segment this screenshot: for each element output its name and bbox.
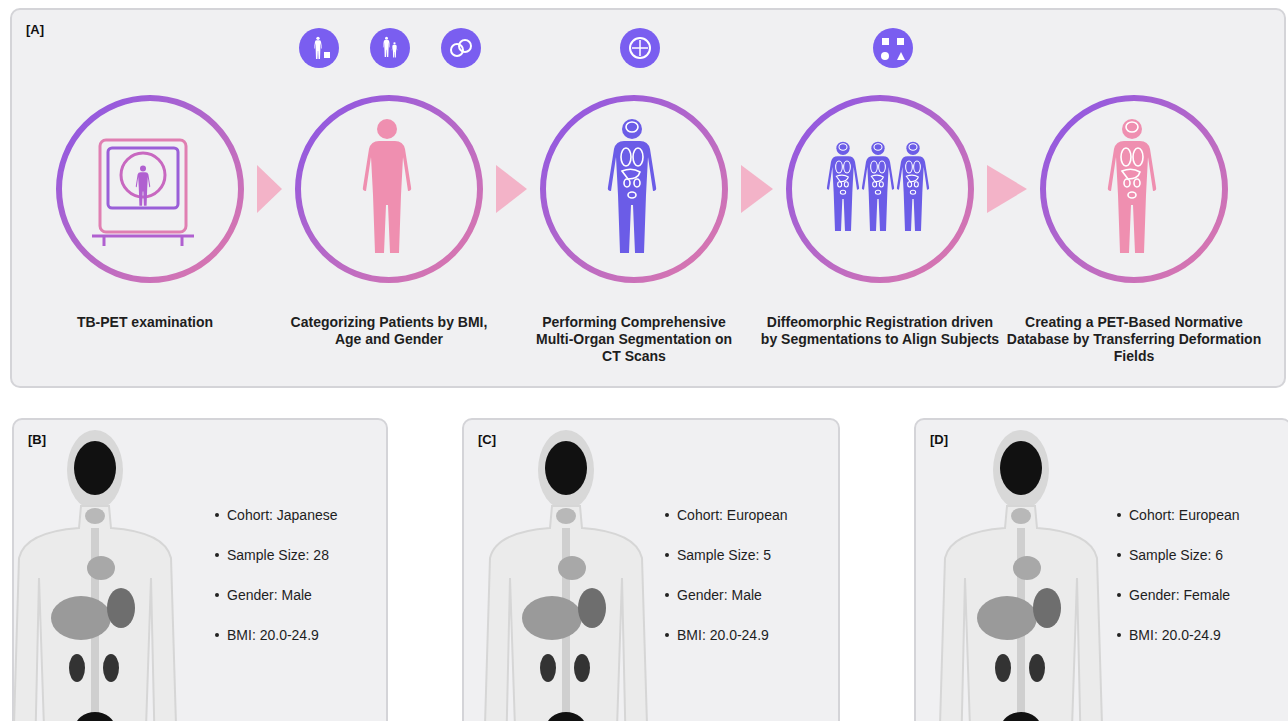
bullet-dot	[1117, 633, 1121, 637]
ring-stroke	[59, 98, 241, 280]
cohort-info: Sample Size: 28	[227, 546, 329, 564]
step-label: Performing Comprehensive Multi-Organ Seg…	[534, 314, 734, 365]
illustration-part	[621, 122, 643, 198]
illustration-part	[906, 144, 921, 195]
illustration-part	[897, 52, 905, 60]
panel-tag: [C]	[478, 432, 496, 447]
cohort-info: BMI: 20.0-24.9	[1129, 626, 1221, 644]
flow-arrow	[496, 165, 527, 213]
illustration-part	[873, 28, 913, 68]
bullet-dot	[215, 513, 219, 517]
cohort-info: Gender: Male	[677, 586, 762, 604]
scanner-illustration	[92, 140, 194, 246]
illustration-part	[836, 144, 851, 195]
illustration-part	[1121, 122, 1143, 198]
flow-arrow	[741, 165, 773, 213]
pet-mip-image	[13, 430, 1103, 721]
ring-stroke	[1043, 98, 1225, 280]
illustration-part	[92, 236, 194, 246]
cohort-info: Gender: Male	[227, 586, 312, 604]
illustration-part	[299, 28, 339, 68]
illustration-part	[881, 52, 889, 60]
illustration-part	[363, 119, 411, 253]
illustration-part	[882, 38, 889, 45]
flow-arrow	[257, 165, 282, 213]
illustration-part	[459, 40, 471, 52]
illustration-part	[939, 430, 1103, 721]
cohort-info: Cohort: European	[677, 506, 788, 524]
cohort-info: Cohort: Japanese	[227, 506, 338, 524]
illustration-part	[620, 28, 660, 68]
illustration-part	[632, 40, 648, 56]
process-circle: TB-PET examination	[55, 94, 235, 331]
ring-stroke	[543, 98, 725, 280]
bullet-dot	[665, 593, 669, 597]
bullet-dot	[215, 593, 219, 597]
illustration-part	[383, 37, 390, 57]
illustration-part	[862, 142, 894, 231]
illustration-part	[314, 37, 322, 59]
cohort-info: Sample Size: 6	[1129, 546, 1223, 564]
step-label: Creating a PET-Based Normative Database …	[1004, 314, 1264, 365]
illustration-part	[387, 119, 411, 253]
cohort-info: BMI: 20.0-24.9	[227, 626, 319, 644]
arrow-head	[257, 165, 282, 213]
illustration-part	[324, 52, 330, 58]
illustration-part	[897, 142, 929, 231]
illustration-part	[370, 28, 410, 68]
arrow-head	[987, 165, 1027, 213]
three-humans	[827, 142, 929, 231]
illustration-part	[871, 144, 886, 195]
bullet-dot	[1117, 553, 1121, 557]
illustration-part	[484, 430, 648, 721]
illustration-part	[441, 28, 481, 68]
illustration-part	[136, 166, 151, 206]
cohort-info: BMI: 20.0-24.9	[677, 626, 769, 644]
panel-tag: [D]	[930, 432, 948, 447]
bullet-dot	[215, 633, 219, 637]
step-label: Categorizing Patients by BMI, Age and Ge…	[289, 314, 489, 348]
step-label: TB-PET examination	[55, 314, 235, 331]
illustration-part	[897, 38, 904, 45]
illustration-part	[608, 119, 656, 253]
bullet-dot	[665, 633, 669, 637]
panel-tag: [A]	[26, 22, 44, 37]
illustration-part	[392, 42, 398, 57]
top-icons	[299, 28, 913, 68]
icon-glyphs	[314, 37, 905, 60]
human-organs	[608, 119, 656, 253]
human-split	[363, 119, 411, 253]
illustration-part	[108, 148, 178, 208]
bullet-dot	[1117, 593, 1121, 597]
illustration-part	[630, 38, 650, 58]
ring-stroke	[298, 98, 480, 280]
illustration-part	[827, 142, 859, 231]
cohort-info: Gender: Female	[1129, 586, 1230, 604]
bullet-dot	[1117, 513, 1121, 517]
bullet-dot	[215, 553, 219, 557]
human-normative	[1108, 119, 1156, 253]
panel-tag: [B]	[28, 432, 46, 447]
arrow-head	[741, 165, 773, 213]
illustration-part	[100, 140, 186, 232]
cohort-info: Sample Size: 5	[677, 546, 771, 564]
arrow-head	[496, 165, 527, 213]
step-label: Diffeomorphic Registration driven by Seg…	[760, 314, 1000, 348]
illustration-part	[1108, 119, 1156, 253]
illustration-part	[13, 430, 177, 721]
ring-stroke	[789, 98, 971, 280]
bullet-dot	[665, 553, 669, 557]
cohort-info: Cohort: European	[1129, 506, 1240, 524]
circle-ring	[55, 94, 245, 284]
flow-arrow	[987, 165, 1027, 213]
bullet-dot	[665, 513, 669, 517]
